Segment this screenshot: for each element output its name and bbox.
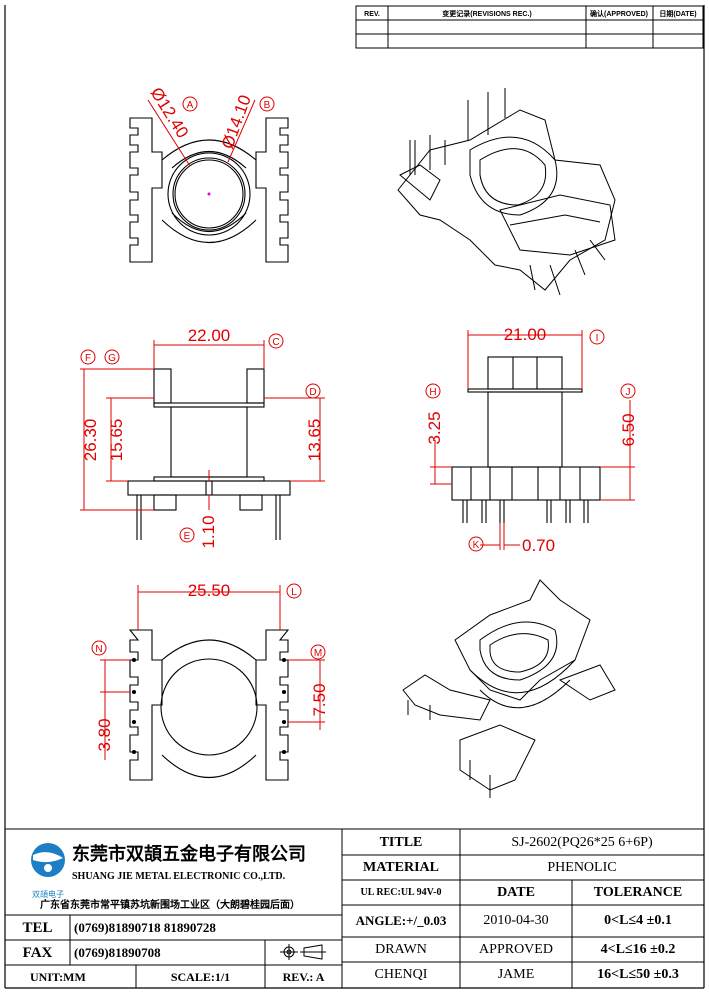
unit: UNIT:MM: [30, 969, 86, 984]
dim-top-b: Ø14.10: [218, 92, 255, 151]
marker-k: K: [468, 536, 484, 552]
tel-label: TEL: [22, 919, 53, 936]
dim-side-width: 21.00: [504, 325, 547, 344]
svg-text:G: G: [108, 353, 116, 364]
tolerance-2: 4<L≤16 ±0.2: [600, 941, 676, 957]
svg-text:J: J: [626, 387, 631, 398]
marker-h: H: [425, 383, 441, 399]
dim-front-height: 26.30: [81, 419, 100, 462]
fax-value: (0769)81890708: [74, 945, 161, 960]
svg-text:B: B: [264, 100, 271, 111]
approved-value: JAME: [497, 967, 535, 982]
title-value: SJ-2602(PQ26*25 6+6P): [511, 834, 653, 850]
dim-front-flange: 1.10: [199, 515, 218, 548]
marker-c: C: [268, 333, 284, 349]
svg-text:A: A: [187, 100, 194, 111]
company-logo: [31, 843, 65, 877]
drawn-label: DRAWN: [375, 941, 427, 957]
material-value: PHENOLIC: [547, 859, 617, 875]
side-view: [451, 356, 601, 523]
marker-m: M: [310, 644, 326, 660]
bottom-view: [128, 629, 290, 781]
dim-side-pin: 0.70: [522, 536, 555, 555]
svg-text:F: F: [85, 353, 91, 364]
title-label: TITLE: [379, 834, 423, 850]
isometric-view-top: [397, 88, 616, 296]
tolerance-label: TOLERANCE: [593, 884, 683, 900]
svg-text:L: L: [291, 587, 297, 598]
dim-bottom-left: 3.80: [95, 718, 114, 751]
marker-g: G: [104, 349, 120, 365]
company-name-cn: 东莞市双頡五金电子有限公司: [72, 844, 306, 865]
approved-label: APPROVED: [479, 941, 553, 957]
logo-text: 双頡电子: [32, 889, 64, 899]
date-label: DATE: [497, 884, 535, 900]
svg-text:C: C: [272, 337, 279, 348]
angle-tolerance: ANGLE:+/_0.03: [355, 913, 447, 928]
scale: SCALE:1/1: [170, 969, 231, 984]
projection-symbol-icon: [280, 944, 326, 960]
svg-text:H: H: [429, 387, 436, 398]
ul-rec: UL REC:UL 94V-0: [360, 887, 442, 898]
isometric-view-bottom: [402, 579, 616, 798]
tolerance-1: 0<L≤4 ±0.1: [604, 913, 672, 928]
date-value: 2010-04-30: [483, 913, 549, 928]
company-name-en: SHUANG JIE METAL ELECTRONIC CO.,LTD.: [72, 870, 286, 882]
marker-e: E: [179, 527, 195, 543]
dim-front-window: 15.65: [107, 419, 126, 462]
tel-value: (0769)81890718 81890728: [74, 920, 216, 935]
marker-b: B: [259, 96, 275, 112]
marker-f: F: [80, 349, 96, 365]
approved-header: 确认(APPROVED): [590, 9, 648, 18]
title-block-grid: [5, 828, 704, 988]
svg-text:I: I: [596, 333, 599, 344]
dim-bottom-right: 7.50: [310, 683, 329, 716]
dim-side-base: 6.50: [619, 413, 638, 446]
front-view: [127, 368, 291, 540]
marker-d: D: [305, 383, 321, 399]
marker-a: A: [182, 96, 198, 112]
svg-text:M: M: [314, 648, 322, 659]
dim-front-width: 22.00: [188, 326, 231, 345]
record-header: 变更记录(REVISIONS REC.): [442, 9, 531, 18]
drawn-value: CHENQI: [374, 967, 428, 982]
dim-bottom-width: 25.50: [188, 581, 231, 600]
marker-i: I: [589, 329, 605, 345]
marker-l: L: [286, 583, 302, 599]
dim-front-right: 13.65: [305, 419, 324, 462]
top-view: [129, 117, 289, 263]
svg-text:N: N: [95, 644, 102, 655]
svg-text:E: E: [184, 531, 191, 542]
dim-side-flange: 3.25: [425, 411, 444, 444]
svg-text:K: K: [473, 540, 480, 551]
revision-table: [355, 5, 704, 49]
svg-text:D: D: [309, 387, 316, 398]
marker-j: J: [620, 383, 636, 399]
tolerance-3: 16<L≤50 ±0.3: [597, 967, 679, 982]
date-header: 日期(DATE): [659, 9, 696, 18]
material-label: MATERIAL: [363, 859, 439, 875]
rev-header: REV.: [364, 11, 380, 18]
rev: REV.: A: [282, 969, 325, 984]
fax-label: FAX: [22, 944, 53, 961]
company-address: 广东省东莞市常平镇苏坑新围场工业区（大朗碧桂园后面）: [40, 899, 300, 911]
marker-n: N: [91, 640, 107, 656]
